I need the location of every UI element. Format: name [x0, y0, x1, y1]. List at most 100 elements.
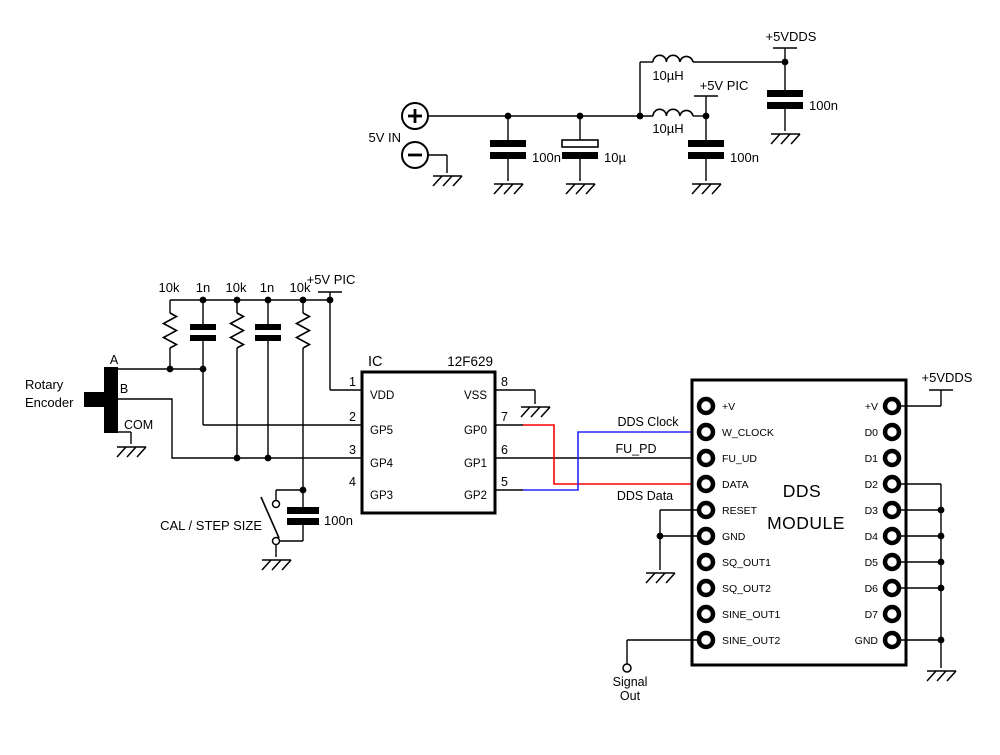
- svg-text:+V: +V: [865, 401, 878, 413]
- wire-dds-clock: [523, 431, 697, 491]
- ground-icon: [520, 406, 551, 418]
- encoder-label-line2: Encoder: [25, 395, 74, 410]
- dds-module-box: [690, 378, 908, 667]
- capacitor-c1-1n: [190, 324, 216, 341]
- dds-name-line1: DDS: [783, 481, 821, 501]
- signal-label-fu-pd: FU_PD: [616, 442, 657, 456]
- svg-text:GP5: GP5: [370, 425, 393, 437]
- dds-left-pin-rings: [696, 396, 716, 650]
- signal-label-dds-data: DDS Data: [617, 489, 673, 503]
- encoder-pin-b-label: B: [120, 382, 128, 396]
- svg-text:7: 7: [501, 410, 508, 424]
- svg-text:D2: D2: [865, 479, 879, 491]
- encoder-pin-com-label: COM: [124, 418, 153, 432]
- svg-text:D1: D1: [865, 453, 879, 465]
- ground-icon: [926, 670, 957, 682]
- svg-text:GP1: GP1: [464, 458, 487, 470]
- ground-icon: [691, 183, 722, 195]
- dds-right-pin-rings: [882, 396, 902, 650]
- capacitor-dds-100n: [767, 90, 803, 109]
- cap-label-input-10u: 10µ: [604, 150, 626, 165]
- dds-left-pin-labels: +V W_CLOCK FU_UD DATA RESET GND SQ_OUT1 …: [722, 401, 781, 647]
- dds-right-pin-labels: +V D0 D1 D2 D3 D4 D5 D6 D7 GND: [855, 401, 879, 647]
- rail-label-5vdds-right: +5VDDS: [922, 370, 973, 385]
- svg-text:D6: D6: [865, 583, 879, 595]
- svg-text:GND: GND: [855, 635, 879, 647]
- svg-text:GP3: GP3: [370, 490, 393, 502]
- resistor-label-r1: 10k: [159, 280, 180, 295]
- ic-part-number: 12F629: [447, 354, 493, 369]
- signal-out-label-line1: Signal: [613, 675, 648, 689]
- inductor-label-l1: 10µH: [652, 68, 683, 83]
- svg-text:+V: +V: [722, 401, 735, 413]
- ic-pin-numbers-right: 8 7 6 5: [501, 375, 508, 489]
- rail-label-5vdds-top: +5VDDS: [766, 29, 817, 44]
- cal-cap-label: 100n: [324, 513, 353, 528]
- svg-text:3: 3: [349, 443, 356, 457]
- svg-text:VDD: VDD: [370, 390, 394, 402]
- ground-icon: [261, 559, 292, 571]
- cap-label-dds-100n: 100n: [809, 98, 838, 113]
- rotary-encoder-symbol: [84, 367, 118, 433]
- ground-icon: [565, 183, 596, 195]
- svg-text:RESET: RESET: [722, 505, 758, 517]
- ic-designator: IC: [368, 354, 383, 370]
- capacitor-c2-1n: [255, 324, 281, 341]
- junction-dots: [166, 58, 945, 644]
- cap-label-c2: 1n: [260, 280, 274, 295]
- rail-label-5v-pic-left: +5V PIC: [307, 272, 356, 287]
- encoder-label-line1: Rotary: [25, 377, 64, 392]
- cal-cap-100n: [287, 490, 319, 541]
- ic-box: [360, 370, 497, 515]
- dds-name-line2: MODULE: [767, 513, 845, 533]
- signal-label-dds-clock: DDS Clock: [617, 415, 679, 429]
- svg-text:4: 4: [349, 475, 356, 489]
- cal-switch-symbol: [260, 489, 303, 557]
- label-5v-in: 5V IN: [368, 130, 401, 145]
- svg-text:GP0: GP0: [464, 425, 487, 437]
- svg-text:SINE_OUT2: SINE_OUT2: [722, 635, 781, 647]
- svg-text:8: 8: [501, 375, 508, 389]
- resistor-r2-symbol: [228, 312, 246, 349]
- power-section-wires: [428, 47, 797, 181]
- svg-text:SQ_OUT1: SQ_OUT1: [722, 557, 771, 569]
- svg-text:1: 1: [349, 375, 356, 389]
- svg-text:D7: D7: [865, 609, 879, 621]
- capacitor-pic-100n: [688, 140, 724, 159]
- rail-label-5v-pic-top: +5V PIC: [700, 78, 749, 93]
- svg-text:FU_UD: FU_UD: [722, 453, 757, 465]
- resistor-label-r2: 10k: [226, 280, 247, 295]
- svg-text:GND: GND: [722, 531, 746, 543]
- ic-pin-numbers-left: 1 2 3 4: [349, 375, 356, 489]
- svg-text:6: 6: [501, 443, 508, 457]
- signal-out-label-line2: Out: [620, 689, 641, 703]
- signal-out-terminal: [622, 663, 632, 673]
- svg-text:VSS: VSS: [464, 390, 487, 402]
- ground-icon: [493, 183, 524, 195]
- power-input-terminals: [401, 102, 429, 169]
- ic-pin-names-right: VSS GP0 GP1 GP2: [464, 390, 487, 502]
- encoder-wires: [118, 368, 362, 459]
- resistor-r3-symbol: [294, 312, 312, 349]
- encoder-pin-a-label: A: [110, 353, 119, 367]
- svg-text:W_CLOCK: W_CLOCK: [722, 427, 774, 439]
- capacitor-input-100n: [490, 140, 526, 159]
- ground-icon: [116, 446, 147, 458]
- ic-right-wires: [495, 389, 697, 491]
- inductor-l1-symbol: [652, 54, 694, 63]
- svg-text:D5: D5: [865, 557, 879, 569]
- ground-icon: [432, 175, 463, 187]
- svg-text:SINE_OUT1: SINE_OUT1: [722, 609, 781, 621]
- svg-text:GP4: GP4: [370, 458, 394, 470]
- dds-right-wires: [901, 389, 953, 668]
- svg-text:D0: D0: [865, 427, 879, 439]
- svg-text:D3: D3: [865, 505, 879, 517]
- resistor-label-r3: 10k: [290, 280, 311, 295]
- svg-text:5: 5: [501, 475, 508, 489]
- resistor-r1-symbol: [161, 312, 179, 349]
- inductor-l2-symbol: [652, 108, 694, 117]
- ground-icon: [645, 572, 676, 584]
- cap-label-pic-100n: 100n: [730, 150, 759, 165]
